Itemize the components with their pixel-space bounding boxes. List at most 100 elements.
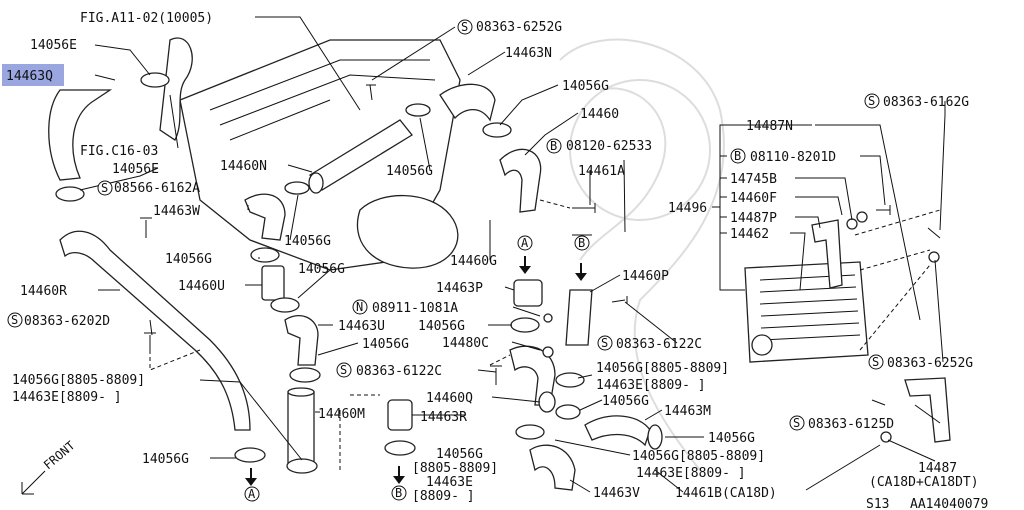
hose-14463u xyxy=(284,315,319,366)
mark-b-4: B xyxy=(395,486,402,500)
hose-14463m xyxy=(584,415,651,447)
dashed-lines xyxy=(149,199,941,470)
label-14460g: 14460G xyxy=(450,254,497,269)
label-14463e-i2: [8809- ] xyxy=(412,489,475,504)
label-14463r: 14463R xyxy=(420,410,467,425)
mark-s-5: S xyxy=(601,336,608,350)
label-14463w: 14463W xyxy=(153,204,200,219)
pipe-14460m xyxy=(287,387,315,465)
hose-14463q xyxy=(48,89,113,181)
label-08363-6252g-top: 08363-6252G xyxy=(476,20,562,35)
label-08363-6125d: 08363-6125D xyxy=(808,417,894,432)
pipe-14460p xyxy=(565,289,593,346)
label-14463e-j: 14463E[8809- ] xyxy=(596,378,706,393)
mark-s-3: S xyxy=(11,313,18,327)
hose-14463r xyxy=(387,399,413,431)
label-14460m: 14460M xyxy=(318,407,365,422)
label-14745b: 14745B xyxy=(730,172,777,187)
mark-s-7: S xyxy=(872,355,879,369)
label-14463q: 14463Q xyxy=(6,69,53,84)
label-08363-6252g-r: 08363-6252G xyxy=(887,356,973,371)
label-14056g-i2: [8805-8809] xyxy=(412,461,498,476)
label-14460q: 14460Q xyxy=(426,391,473,406)
label-14487n: 14487N xyxy=(746,119,793,134)
label-08363-6162g: 08363-6162G xyxy=(883,95,969,110)
mark-s-4: S xyxy=(340,363,347,377)
footer-s13: S13 xyxy=(866,497,889,510)
label-14056e-top: 14056E xyxy=(30,38,77,53)
hose-14463v xyxy=(529,444,576,491)
label-14461a: 14461A xyxy=(578,164,625,179)
mark-s-2: S xyxy=(101,181,108,195)
label-08566: 08566-6162A xyxy=(114,181,200,196)
label-14460n: 14460N xyxy=(220,159,267,174)
label-08363-6202d: 08363-6202D xyxy=(24,314,110,329)
label-14460f: 14460F xyxy=(730,191,777,206)
label-14056g-b: 14056G xyxy=(142,452,189,467)
part-labels: FIG.A11-02(10005) 14056E 14463Q FIG.C16-… xyxy=(6,11,988,510)
background-watermark xyxy=(559,38,725,471)
front-label: FRONT xyxy=(41,438,78,472)
label-14463n: 14463N xyxy=(505,46,552,61)
circled-markers: S S S S S S S S B B B B A A N xyxy=(7,19,884,502)
label-14463u: 14463U xyxy=(338,319,385,334)
label-14463p: 14463P xyxy=(436,281,483,296)
label-14056g-k: 14056G xyxy=(602,394,649,409)
label-14462: 14462 xyxy=(730,227,769,242)
leader-lines xyxy=(79,16,946,493)
label-14461b: 14461B(CA18D) xyxy=(675,486,777,501)
mark-s-6: S xyxy=(868,94,875,108)
footer-code: AA14040079 xyxy=(910,497,988,510)
label-08363-6122c-mid: 08363-6122C xyxy=(356,364,442,379)
label-14460r: 14460R xyxy=(20,284,67,299)
hose-14463p xyxy=(513,279,543,307)
label-14056g-l: 14056G xyxy=(708,431,755,446)
label-14460u: 14460U xyxy=(178,279,225,294)
label-08110: 08110-8201D xyxy=(750,150,836,165)
label-14496: 14496 xyxy=(668,201,707,216)
label-14056g-g: 14056G xyxy=(562,79,609,94)
clamps xyxy=(55,72,663,474)
intake-pipe-14460n xyxy=(308,119,413,194)
label-14463v: 14463V xyxy=(593,486,640,501)
label-fig-c16: FIG.C16-03 xyxy=(80,144,158,159)
intercooler-14496 xyxy=(744,261,869,363)
label-14056g-e: 14056G xyxy=(298,262,345,277)
label-14056g-d: 14056G xyxy=(284,234,331,249)
bracket-14487 xyxy=(904,377,951,443)
label-14487-note: (CA18D+CA18DT) xyxy=(869,475,979,490)
label-fig-a11: FIG.A11-02(10005) xyxy=(80,11,213,26)
label-14487: 14487 xyxy=(918,461,957,476)
mark-n-1: N xyxy=(356,300,363,314)
label-14463e-88: 14463E[8809- ] xyxy=(12,390,122,405)
label-08120: 08120-62533 xyxy=(566,139,652,154)
mark-b-1: B xyxy=(550,139,557,153)
ref-arrows xyxy=(245,256,587,486)
pipe-14460r xyxy=(59,230,251,431)
mark-s-1: S xyxy=(461,20,468,34)
label-14056g-m: 14056G[8805-8809] xyxy=(632,449,765,464)
mark-b-3: B xyxy=(578,236,585,250)
label-14056g-a: 14056G xyxy=(165,252,212,267)
label-14460p: 14460P xyxy=(622,269,669,284)
label-08911: 08911-1081A xyxy=(372,301,458,316)
mark-a-2: A xyxy=(248,487,256,501)
bolts xyxy=(140,84,941,443)
hose-14463n xyxy=(439,83,496,122)
pipe-14460u xyxy=(261,265,285,301)
label-14463e-i: 14463E xyxy=(426,475,473,490)
label-14487p: 14487P xyxy=(730,211,777,226)
label-14056g-i: 14056G xyxy=(436,447,483,462)
label-14480c: 14480C xyxy=(442,336,489,351)
label-14056e: 14056E xyxy=(112,162,159,177)
bracket-14487p xyxy=(811,219,843,289)
label-08363-6122c-r: 08363-6122C xyxy=(616,337,702,352)
mark-s-8: S xyxy=(793,416,800,430)
highlight-14463q xyxy=(2,64,64,86)
label-14463e-m: 14463E[8809- ] xyxy=(636,466,746,481)
mark-a-1: A xyxy=(521,236,529,250)
mark-b-2: B xyxy=(734,149,741,163)
label-14056g-88: 14056G[8805-8809] xyxy=(12,373,145,388)
